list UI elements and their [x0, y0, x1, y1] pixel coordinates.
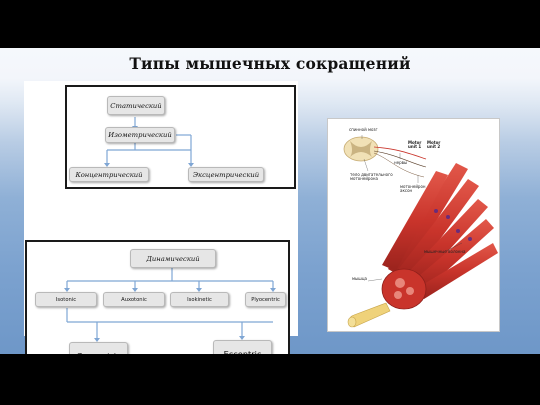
eccentric-node: Eccentric	[213, 340, 272, 354]
dynamic-diagram-frame: Динамический Isotonic Auxotonic Isokinet…	[25, 240, 290, 354]
auxotonic-node: Auxotonic	[103, 292, 165, 307]
label-motor-neuron-axon: мотонейрон аксон	[400, 184, 426, 193]
muscle-anatomy-figure	[343, 135, 498, 328]
eccentric-static-node: Эксцентрический	[188, 167, 264, 182]
label-muscle: мышца	[352, 276, 368, 281]
motor-unit-illustration: спинной мозг Motor unit 1 Motor unit 2 н…	[327, 118, 500, 332]
label-spinal-cord: спинной мозг	[349, 127, 378, 132]
label-motor-neuron-body: тело двигательного мотонейрона	[350, 172, 393, 181]
isotonic-node: Isotonic	[35, 292, 97, 307]
slide: Типы мышечных сокращений Статический Изо…	[0, 48, 540, 354]
dynamic-node: Динамический	[130, 249, 216, 268]
dynamic-diagram-connectors	[64, 268, 276, 342]
label-motor-unit-2: Motor unit 2	[427, 140, 441, 149]
label-motor-unit-1: Motor unit 1	[408, 140, 422, 149]
static-diagram-connectors	[104, 117, 194, 167]
plyocentric-node: Plyocentric	[245, 292, 286, 307]
static-diagram-frame: Статический Изометрический Концентрическ…	[65, 85, 296, 189]
label-muscle-fibers: мышечные волокна	[424, 249, 466, 254]
static-node: Статический	[107, 96, 165, 115]
concentric-node: Concentric	[69, 342, 128, 354]
diagram-panel: Статический Изометрический Концентрическ…	[24, 81, 298, 354]
isometric-node: Изометрический	[105, 127, 175, 143]
isokinetic-node: Isokinetic	[170, 292, 229, 307]
label-nerves: нервы	[394, 160, 408, 165]
slide-title: Типы мышечных сокращений	[129, 54, 411, 73]
concentric-static-node: Концентрический	[69, 167, 149, 182]
